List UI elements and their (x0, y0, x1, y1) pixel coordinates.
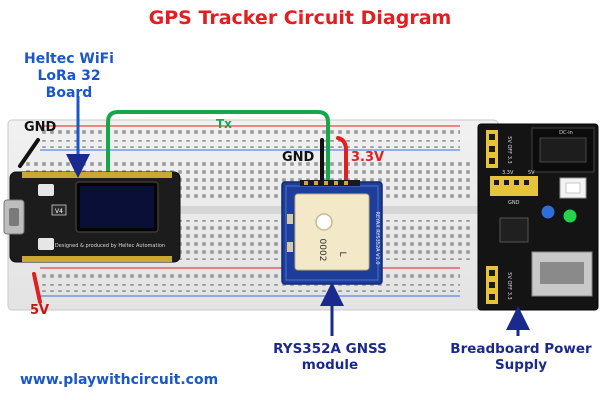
v5-label: 5V (30, 303, 50, 318)
heltec-board-label: Heltec WiFi LoRa 32 Board (24, 51, 114, 101)
website-link[interactable]: www.playwithcircuit.com (20, 372, 219, 388)
board-buttons (38, 184, 54, 250)
power-led-ring (540, 204, 556, 220)
power-rail-bottom-2 (40, 284, 460, 292)
gnd-wire-left (18, 138, 40, 168)
gnss-module: 0002 L REYAX RYS352A V1.0 (281, 180, 383, 285)
usb-c-connector (3, 199, 25, 235)
psu-pin-block (490, 176, 538, 196)
module-header-pins (300, 180, 360, 186)
antenna-letter: L (337, 251, 347, 256)
power-supply-module: DC-in 5V OFF 3.3 3.3V 5V GND (477, 123, 599, 311)
psu-top-label: 5V OFF 3.3 (506, 136, 512, 163)
dc-in-label: DC-in (559, 130, 573, 136)
jumper-top (486, 130, 498, 168)
tx-wire (106, 110, 330, 186)
psu-5v-label: 5V (528, 170, 535, 176)
psu-gnd-label: GND (508, 200, 520, 206)
oled-screen-glass (80, 186, 154, 228)
board-badge (51, 204, 67, 216)
board-badge-text: V4 (55, 208, 63, 215)
page-title: GPS Tracker Circuit Diagram (148, 7, 452, 29)
power-rail-top-2 (40, 140, 460, 148)
gnss-module-label: RYS352A GNSS module (273, 341, 387, 374)
heltec-board: V4 Designed & produced by Heltec Automat… (3, 171, 181, 263)
jumper-bottom (486, 266, 498, 304)
power-led (563, 209, 577, 223)
psu-33-label: 3.3V (502, 170, 514, 176)
gnd-right-label: GND (282, 150, 315, 165)
module-component (287, 214, 293, 224)
power-rail-top-1 (40, 128, 460, 136)
wires (18, 110, 348, 304)
module-silkscreen: REYAX RYS352A V1.0 (374, 211, 380, 264)
vin-wire (32, 272, 42, 304)
v33-label: 3.3V (351, 150, 385, 165)
board-silkscreen: Designed & produced by Heltec Automation (55, 243, 165, 249)
power-supply-label: Breadboard Power Supply (450, 341, 592, 374)
antenna-code: 0002 (317, 239, 327, 262)
antenna-feed (315, 213, 333, 231)
callout-arrows (66, 96, 530, 336)
module-component (287, 242, 293, 252)
vcc-wire (336, 136, 348, 186)
psu-bottom-label: 5V OFF 3.3 (506, 272, 512, 299)
voltage-regulator (499, 217, 529, 243)
center-groove (12, 206, 494, 214)
gnd-left-label: GND (24, 120, 57, 135)
patch-antenna (294, 193, 370, 271)
power-rail-bottom-1 (40, 272, 460, 280)
board-pins (22, 172, 172, 262)
tx-label: Tx (216, 117, 232, 131)
